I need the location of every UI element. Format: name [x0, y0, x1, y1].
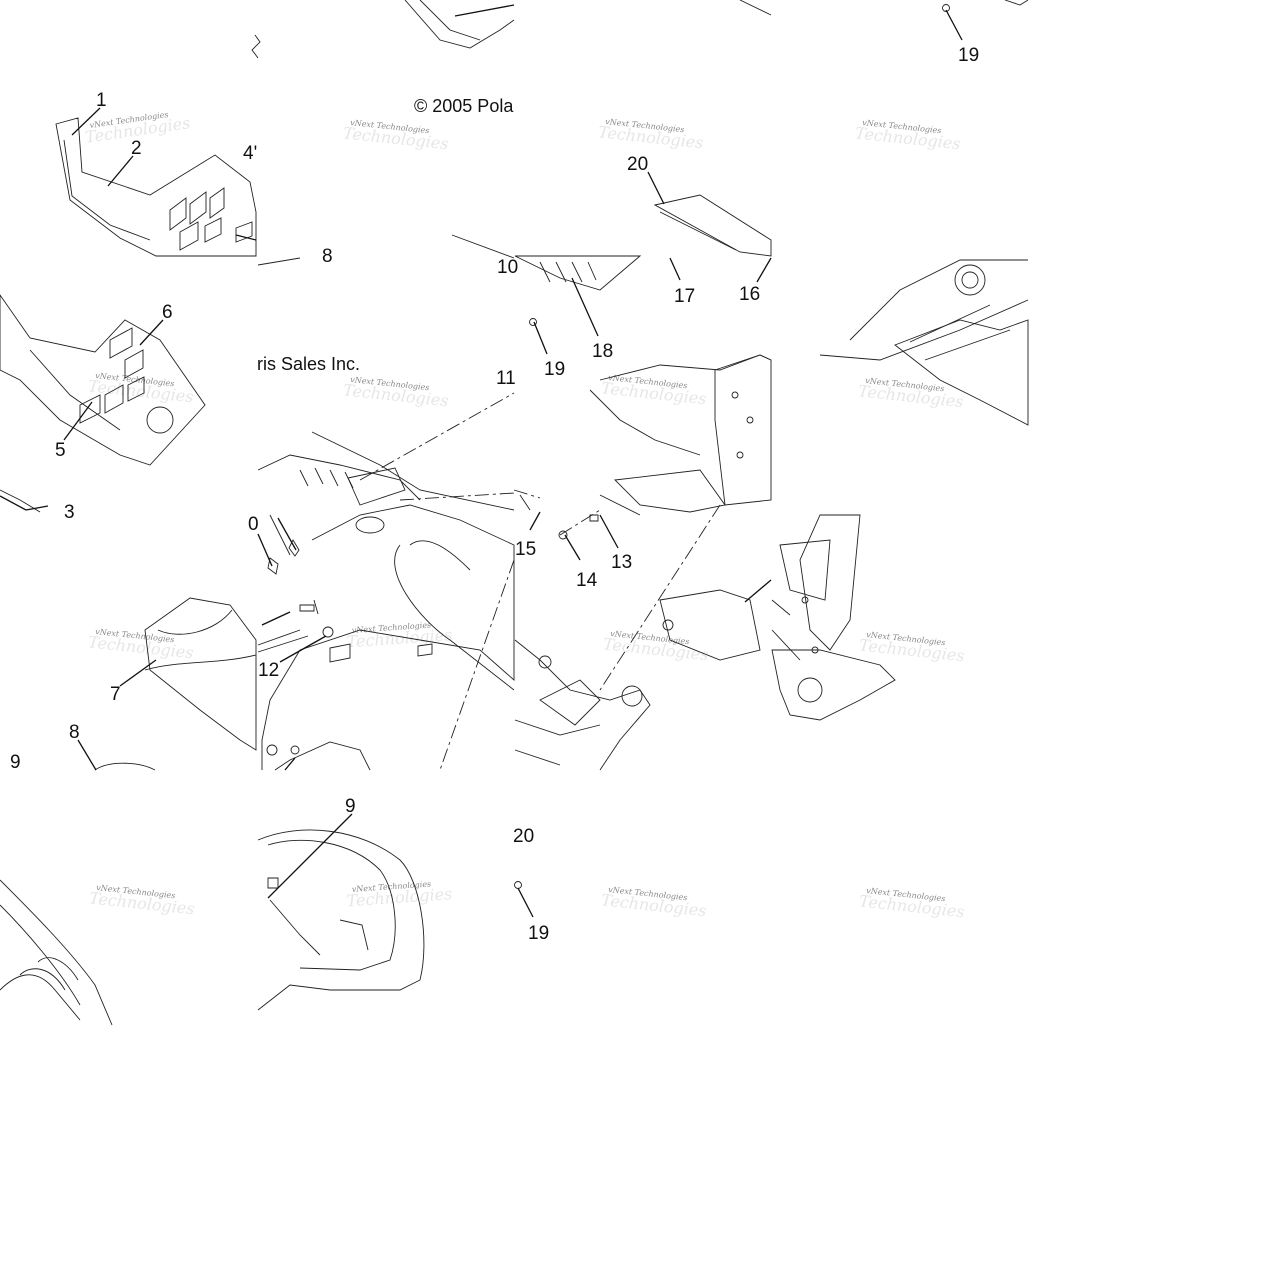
callout-17: 17 [674, 286, 695, 307]
callout-20-partial: 20 [513, 826, 534, 847]
callout-7: 7 [110, 684, 121, 705]
callout-20: 20 [627, 154, 648, 175]
callout-5: 5 [55, 440, 66, 461]
callout-1: 1 [96, 90, 107, 111]
lower-frame-part [514, 494, 761, 771]
seat-panel-part [257, 829, 425, 1011]
callout-2: 2 [131, 138, 142, 159]
watermark-tile: Technologies vNext Technologies [857, 376, 964, 411]
fastener-part [529, 318, 537, 326]
callout-10: 10 [497, 257, 518, 278]
leader-lines [0, 4, 963, 918]
callout-16: 16 [739, 284, 760, 305]
vehicle-frame-part [513, 354, 772, 516]
callout-6: 6 [162, 302, 173, 323]
callout-10-partial: 0 [248, 514, 259, 535]
callout-19-center: 19 [544, 359, 565, 380]
watermark-tile: Technologies vNext Technologies [88, 883, 195, 918]
front-panel-part [55, 117, 257, 257]
callout-8-partial: 8 [322, 246, 333, 267]
callout-19-bottom: 19 [528, 923, 549, 944]
fastener-part [942, 4, 950, 12]
watermark-tile: Technologies vNext Technologies [858, 886, 965, 921]
fastener-part [514, 881, 522, 889]
watermark-tile: Technologies vNext Technologies [854, 118, 961, 153]
rear-rack-part [257, 392, 515, 511]
callout-9: 9 [345, 796, 356, 817]
copyright-text-part1: © 2005 Pola [414, 96, 514, 116]
callout-13: 13 [611, 552, 632, 573]
callout-18: 18 [592, 341, 613, 362]
callout-4: 4' [243, 143, 257, 164]
watermark-tile: Technologies vNext Technologies [87, 627, 194, 662]
callout-3: 3 [64, 502, 75, 523]
body-panel-part [257, 504, 515, 771]
callout-14: 14 [576, 570, 598, 591]
watermark-tile: Technologies vNext Technologies [600, 373, 707, 408]
watermark-tile: Technologies vNext Technologies [87, 371, 194, 406]
watermark-tile: Technologies vNext Technologies [858, 630, 965, 665]
rear-fender-part [94, 597, 257, 771]
side-panel-part [0, 294, 206, 513]
frame-rear-part [771, 514, 896, 721]
callout-9-left: 9 [10, 752, 21, 773]
air-duct-strip-part [514, 194, 772, 291]
callout-8: 8 [69, 722, 80, 743]
watermark-tile: Technologies vNext Technologies [342, 118, 449, 153]
callout-15: 15 [515, 539, 536, 560]
watermarks: Technologies vNext Technologies Technolo… [84, 110, 966, 921]
fender-9-part [0, 879, 113, 1026]
copyright-text-part2: ris Sales Inc. [257, 354, 360, 374]
watermark-tile: Technologies vNext Technologies [342, 375, 449, 410]
watermark-tile: Technologies vNext Technologies [346, 620, 453, 651]
callout-12: 12 [258, 660, 279, 681]
frame-top-right-fragment [739, 0, 1029, 16]
watermark-tile: Technologies vNext Technologies [602, 629, 709, 664]
watermark-tile: Technologies vNext Technologies [597, 117, 704, 152]
watermark-tile: Technologies vNext Technologies [346, 879, 453, 910]
callout-labels: 1 2 3 4' 5 6 7 8 9 9 10 0 11 12 13 14 15… [10, 45, 979, 944]
frame-upper-right-part [819, 259, 1029, 426]
callout-19-top: 19 [958, 45, 979, 66]
upper-fender-fragment [251, 0, 515, 266]
callout-11: 11 [496, 368, 516, 389]
watermark-tile: Technologies vNext Technologies [600, 885, 707, 920]
